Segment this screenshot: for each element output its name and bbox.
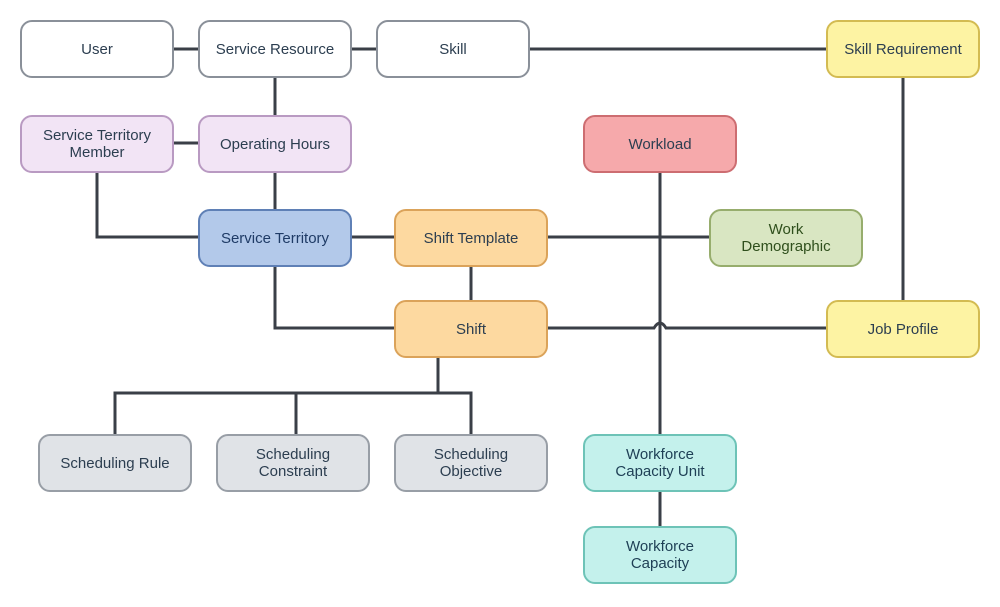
- node-operating-hours-label: Operating Hours: [219, 135, 331, 153]
- node-operating-hours[interactable]: Operating Hours: [198, 115, 352, 173]
- node-scheduling-objective-label: Scheduling Objective: [433, 446, 509, 480]
- node-user[interactable]: User: [20, 20, 174, 78]
- node-service-territory[interactable]: Service Territory: [198, 209, 352, 267]
- node-job-profile[interactable]: Job Profile: [826, 300, 980, 358]
- node-service-territory-member-label: Service Territory Member: [42, 127, 152, 161]
- edge-shift-job-profile: [546, 321, 828, 330]
- node-workforce-capacity-label: Workforce Capacity: [625, 538, 695, 572]
- node-service-resource[interactable]: Service Resource: [198, 20, 352, 78]
- node-workforce-capacity-unit[interactable]: Workforce Capacity Unit: [583, 434, 737, 492]
- node-workforce-capacity[interactable]: Workforce Capacity: [583, 526, 737, 584]
- node-skill-label: Skill: [439, 40, 467, 58]
- node-skill-requirement-label: Skill Requirement: [844, 40, 962, 58]
- node-service-resource-label: Service Resource: [215, 40, 335, 58]
- node-shift-template-label: Shift Template: [423, 229, 519, 247]
- node-service-territory-member[interactable]: Service Territory Member: [20, 115, 174, 173]
- node-workload-label: Workload: [628, 135, 692, 153]
- node-scheduling-constraint-label: Scheduling Constraint: [255, 446, 331, 480]
- node-work-demographic[interactable]: Work Demographic: [709, 209, 863, 267]
- edge-territory-member-service-territory: [95, 170, 200, 239]
- node-service-territory-label: Service Territory: [220, 229, 330, 247]
- edge-service-territory-shift: [273, 264, 396, 330]
- node-user-label: User: [81, 40, 113, 58]
- node-job-profile-label: Job Profile: [867, 320, 939, 338]
- node-workload[interactable]: Workload: [583, 115, 737, 173]
- node-skill-requirement[interactable]: Skill Requirement: [826, 20, 980, 78]
- node-skill[interactable]: Skill: [376, 20, 530, 78]
- node-scheduling-rule-label: Scheduling Rule: [60, 454, 170, 472]
- node-work-demographic-label: Work Demographic: [741, 221, 831, 255]
- node-scheduling-objective[interactable]: Scheduling Objective: [394, 434, 548, 492]
- node-shift[interactable]: Shift: [394, 300, 548, 358]
- node-shift-template[interactable]: Shift Template: [394, 209, 548, 267]
- node-scheduling-rule[interactable]: Scheduling Rule: [38, 434, 192, 492]
- node-shift-label: Shift: [455, 320, 486, 338]
- node-scheduling-constraint[interactable]: Scheduling Constraint: [216, 434, 370, 492]
- node-workforce-capacity-unit-label: Workforce Capacity Unit: [615, 446, 705, 480]
